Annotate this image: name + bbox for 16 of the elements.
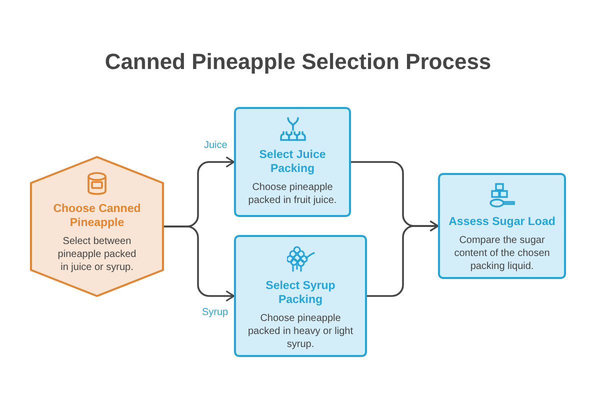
node-description: Compare the sugar content of the chosen packing liquid. [453,234,551,273]
node-description: Choose pineapple packed in fruit juice. [247,181,338,207]
process-box [234,235,367,357]
arrow [367,220,439,297]
arrow [164,226,235,302]
edge-label: Syrup [201,307,230,319]
node-description: Select between pineapple packed in juice or syrup. [56,235,138,274]
process-box [438,173,566,279]
node-description: Choose pineapple packed in heavy or light syrup. [246,312,354,351]
node-heading: Assess Sugar Load [448,215,556,229]
node-heading: Choose Canned Pineapple [52,202,142,230]
node-heading: Select Juice Packing [258,148,327,176]
process-box [234,107,351,217]
diagram-title: Canned Pineapple Selection Process [104,48,492,76]
hexagon-node [30,156,164,297]
node-heading: Select Syrup Packing [264,279,336,307]
